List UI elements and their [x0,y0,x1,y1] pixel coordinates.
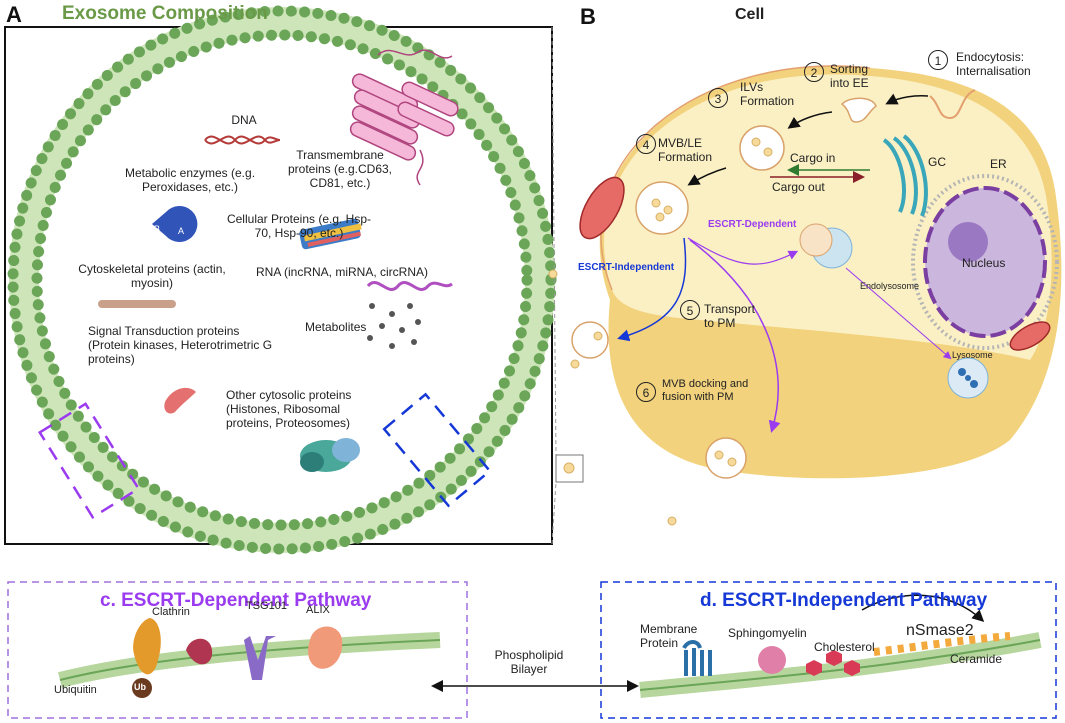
tsg101-graphic [244,636,276,680]
enzyme-a-label: A [178,226,185,236]
cargo-in-label: Cargo in [790,151,836,165]
step-5-badge: 5 [680,300,700,320]
signal-label: Signal Transduction proteins (Protein ki… [88,324,273,366]
tsg101-label: TSG101 [246,600,287,612]
ubiquitin-label: Ubiquitin [54,684,97,696]
escrt-independent-region [382,392,492,508]
metabolites-icon [367,303,421,349]
ilv-endosome [739,125,785,171]
panel-c-frame [7,581,468,719]
enzyme-icon [152,206,198,242]
step-6-badge: 6 [636,382,656,402]
step-2-badge: 2 [804,62,824,82]
clathrin-graphic [133,618,161,675]
escrt-dependent-label: ESCRT-Dependent [708,219,797,230]
dna-label: DNA [231,113,257,127]
metabolic-label: Metabolic enzymes (e.g. Peroxidases, etc… [124,166,256,194]
ub-label: Ub [134,682,146,692]
nucleus-label: Nucleus [962,256,1006,270]
panel-a-title: Exosome Composition [62,3,268,24]
step-3-badge: 3 [708,88,728,108]
sphingomyelin-graphic [758,646,786,674]
endolysosome-label: Endolysosome [860,281,920,291]
enzyme-b-label: B [154,224,161,234]
step-4-label: MVB/LE Formation [658,136,713,164]
metabolites-label: Metabolites [305,320,367,334]
golgi-graphic [882,134,928,217]
proteasome-icon [300,438,360,472]
alix-graphic [308,626,343,669]
step-1-label: Endocytosis: Internalisation [956,50,1031,78]
endolysosome-graphic [799,223,853,269]
step-1-badge: 1 [928,50,948,70]
cellular-protein-icon [299,218,362,250]
transmembrane-label: Transmembrane proteins (e.g.CD63, CD81, … [287,148,393,190]
step-2-label: Sorting into EE [830,62,869,90]
step-4-badge: 4 [636,134,656,154]
panel-d-frame [600,581,1057,719]
transmembrane-protein [349,49,459,186]
panel-c-title: c. ESCRT-Dependent Pathway [100,590,372,611]
cholesterol-graphic [806,650,860,676]
er-label: ER [990,157,1007,171]
membrane-c [58,632,441,688]
phospholipid-label: Phospholipid Bilayer [494,648,564,676]
mvb [635,181,689,235]
exosome-membrane [7,5,557,555]
signal-protein-icon [164,387,196,414]
membrane-protein-graphic [682,640,712,676]
sphingomyelin-label: Sphingomyelin [728,626,807,640]
nsmase2-label: nSmase2 [906,622,974,639]
nucleus-graphic [911,174,1059,350]
escrt-dependent-region [38,402,141,519]
panel-d-title: d. ESCRT-Independent Pathway [700,590,988,611]
ubiquitin-graphic [132,678,152,698]
panel-a-letter: A [6,2,22,27]
step-3-label: ILVs Formation [740,80,795,108]
clathrin-label: Clathrin [152,606,190,618]
ceramide-label: Ceramide [950,652,1003,666]
step-6-label: MVB docking and fusion with PM [662,378,749,403]
cholesterol-label: Cholesterol [814,640,875,654]
step-5-label: Transport to PM [704,302,755,330]
cytoskeleton-icon [98,300,176,308]
dna-icon [204,135,281,145]
cellular-label: Cellular Proteins (e.g. Hsp-70, Hsp-90, … [226,212,372,240]
cytoskeletal-label: Cytoskeletal proteins (actin, myosin) [78,262,226,290]
alix-label: ALIX [306,604,330,616]
escrt-independent-label: ESCRT-Independent [578,262,675,273]
rna-icon [366,281,453,291]
mitochondria [579,176,1051,351]
cytosolic-label: Other cytosolic proteins (Histones, Ribo… [226,388,352,430]
lysosome-label: Lysosome [952,350,993,360]
membrane-protein-label: Membrane Protein [640,622,698,650]
gc-label: GC [928,155,946,169]
ceramide-graphic [873,632,1011,656]
panel-b-letter: B [580,4,596,29]
rna-label: RNA (incRNA, miRNA, circRNA) [256,265,429,279]
panel-b-title: Cell [735,6,765,23]
cargo-out-label: Cargo out [772,180,825,194]
